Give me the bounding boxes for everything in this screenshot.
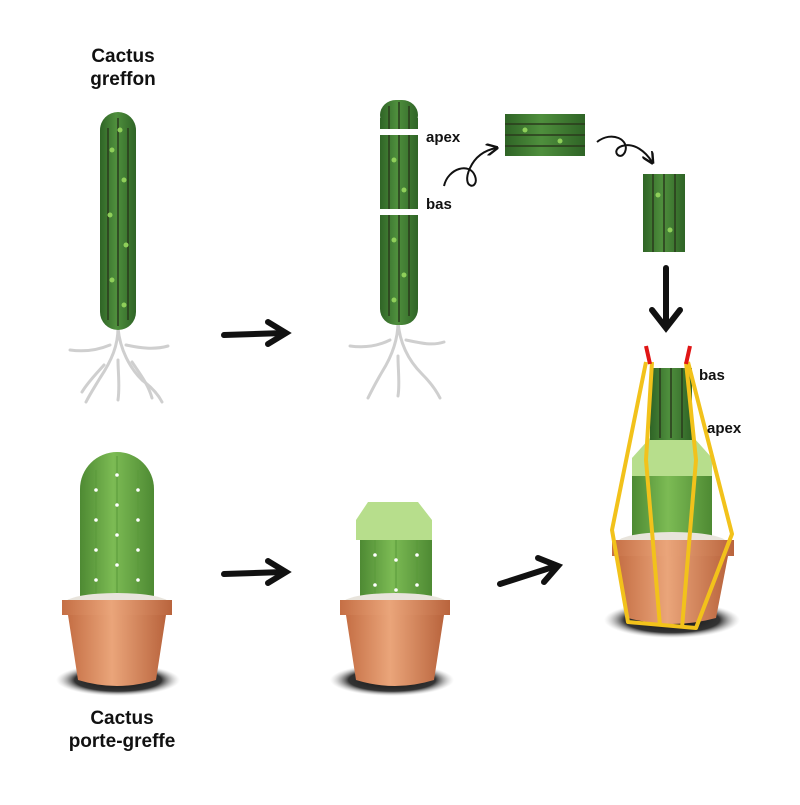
roots-left xyxy=(68,326,170,404)
rootstock-title-line1: Cactus xyxy=(90,708,154,729)
right-arrow-icon xyxy=(221,558,292,586)
scion-title-line2: greffon xyxy=(90,68,156,90)
scion-slice-vertical xyxy=(643,174,685,252)
curved-arrow-icon xyxy=(443,148,496,187)
bas-label-final: bas xyxy=(699,367,725,384)
apex-label-final: apex xyxy=(707,420,742,437)
down-arrow-icon xyxy=(649,265,683,333)
scion-cactus-cut xyxy=(348,100,446,400)
curved-arrow-icon xyxy=(596,135,652,162)
rootstock-title: Cactus porte-greffe xyxy=(32,708,212,754)
right-arrow-icon xyxy=(221,319,292,347)
apex-label: apex xyxy=(426,129,461,146)
rootstock-cactus-whole xyxy=(56,452,180,696)
rootstock-title-line2: porte-greffe xyxy=(68,730,176,752)
scion-title: Cactus greffon xyxy=(33,46,213,92)
scion-slice-horizontal xyxy=(505,114,585,156)
grafted-cactus-result xyxy=(604,345,740,638)
roots-middle xyxy=(348,320,446,400)
binding-frame xyxy=(610,361,734,630)
scion-title-line1: Cactus xyxy=(91,46,155,67)
right-arrow-icon xyxy=(497,555,564,587)
scion-cactus-whole xyxy=(68,112,170,404)
tie-ends xyxy=(644,345,692,365)
rootstock-cactus-cut xyxy=(330,502,454,696)
bas-label: bas xyxy=(426,196,452,213)
